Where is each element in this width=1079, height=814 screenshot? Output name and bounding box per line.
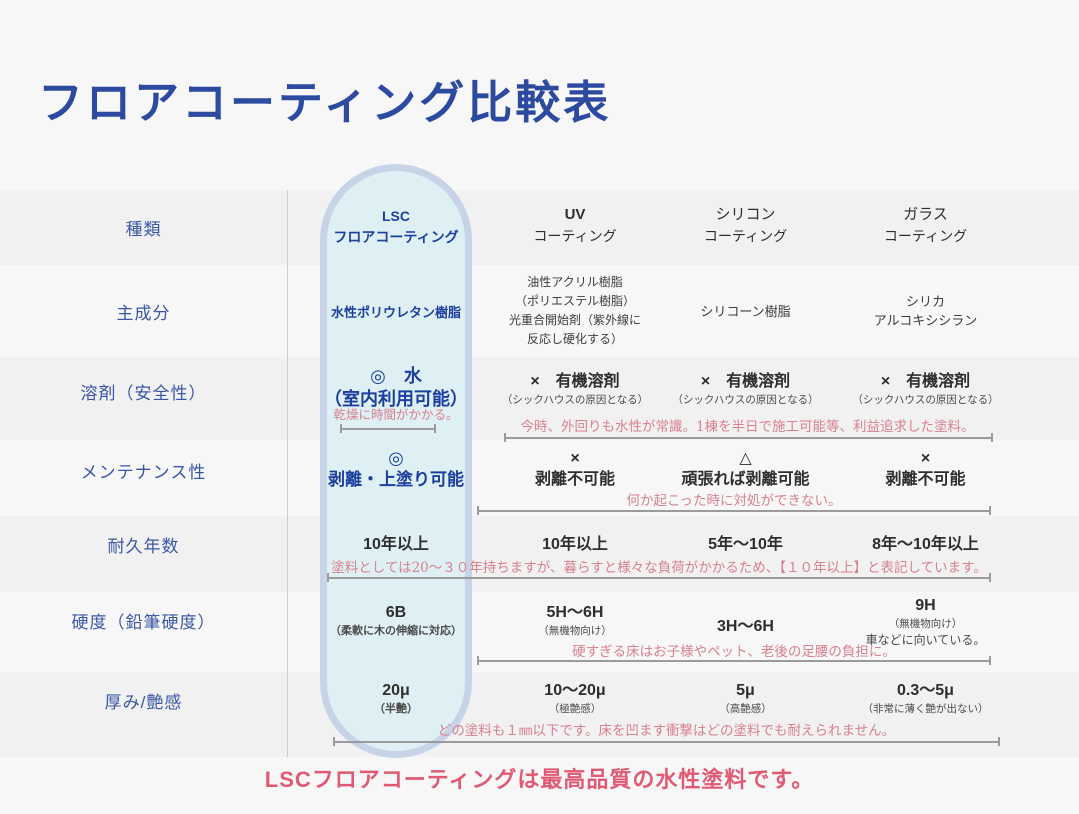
measure-line-thickness bbox=[333, 737, 1000, 746]
row-label-type: 種類 bbox=[125, 220, 162, 239]
row-label-solvent: 溶剤（安全性） bbox=[80, 384, 207, 403]
row-label-thickness: 厚み/艶感 bbox=[104, 693, 183, 712]
page-title: フロアコーティング比較表 bbox=[38, 77, 612, 128]
cell-lsc-durability: 10年以上 bbox=[363, 536, 429, 553]
cell-lsc-thickness: 20μ （半艶） bbox=[374, 682, 418, 715]
note-thickness-span: どの塗料も１㎜以下です。床を凹ます衝撃はどの塗料でも耐えられません。 bbox=[437, 723, 896, 739]
label-column-divider bbox=[287, 190, 288, 757]
measure-line-durability bbox=[327, 573, 991, 582]
cell-silicone-maintenance: △ 頑張れば剥離可能 bbox=[681, 450, 810, 488]
row-label-hardness: 硬度（鉛筆硬度） bbox=[71, 613, 216, 632]
column-header-silicone: シリコン コーティング bbox=[703, 206, 788, 244]
cell-lsc-main-component: 水性ポリウレタン樹脂 bbox=[330, 304, 461, 320]
cell-silicone-main-component: シリコーン樹脂 bbox=[700, 303, 791, 319]
cell-glass-solvent: × 有機溶剤 （シックハウスの原因となる） bbox=[852, 373, 999, 406]
measure-line-hardness bbox=[477, 656, 991, 665]
cell-uv-thickness: 10～20μ （極艶感） bbox=[544, 682, 606, 715]
row-label-main-component: 主成分 bbox=[116, 303, 171, 323]
cell-glass-durability: 8年～10年以上 bbox=[872, 536, 979, 553]
table-row-maintenance: メンテナンス性 ◎ 剥離・上塗り可能 × 剥離不可能 △ 頑張れば剥離可能 × … bbox=[0, 440, 1079, 516]
note-maintenance-span: 何か起こった時に対処ができない。 bbox=[626, 493, 842, 509]
note-durability-span: 塗料としては20～３０年持ちますが、暮らすと様々な負荷がかかるため、【１０年以上… bbox=[331, 560, 987, 576]
table-row-hardness: 硬度（鉛筆硬度） 6B （柔軟に木の伸縮に対応） 5H～6H （無機物向け） 3… bbox=[0, 592, 1079, 672]
cell-uv-solvent: × 有機溶剤 （シックハウスの原因となる） bbox=[501, 373, 649, 406]
row-label-maintenance: メンテナンス性 bbox=[80, 463, 207, 482]
column-header-glass: ガラス コーティング bbox=[883, 206, 968, 244]
cell-uv-durability: 10年以上 bbox=[542, 536, 608, 553]
cell-silicone-durability: 5年～10年 bbox=[708, 536, 783, 553]
table-row-main-component: 主成分 水性ポリウレタン樹脂 油性アクリル樹脂 （ポリエステル樹脂） 光重合開始… bbox=[0, 265, 1079, 357]
cell-uv-hardness: 5H～6H （無機物向け） bbox=[538, 604, 612, 637]
table-row-thickness: 厚み/艶感 20μ （半艶） 10～20μ （極艶感） 5μ （高艶感） 0.3… bbox=[0, 672, 1079, 757]
column-header-lsc: LSC フロアコーティング bbox=[333, 208, 459, 245]
cell-uv-maintenance: × 剥離不可能 bbox=[534, 450, 615, 488]
column-header-uv: UV コーティング bbox=[533, 206, 617, 244]
table-row-solvent: 溶剤（安全性） ◎ 水 （室内利用可能） × 有機溶剤 （シックハウスの原因とな… bbox=[0, 357, 1079, 440]
cell-glass-maintenance: × 剥離不可能 bbox=[885, 450, 966, 488]
cell-lsc-hardness: 6B （柔軟に木の伸縮に対応） bbox=[330, 604, 462, 637]
note-lsc-drying: 乾燥に時間がかかる。 bbox=[333, 407, 459, 422]
cell-lsc-solvent: ◎ 水 （室内利用可能） bbox=[324, 366, 468, 409]
cell-silicone-hardness: 3H～6H bbox=[717, 618, 774, 635]
cell-lsc-maintenance: ◎ 剥離・上塗り可能 bbox=[328, 448, 464, 489]
measure-line-maintenance bbox=[477, 506, 991, 515]
note-solvent-span: 今時、外回りも水性が常識。1棟を半日で施工可能等、利益追求した塗料。 bbox=[520, 419, 975, 435]
cell-silicone-solvent: × 有機溶剤 （シックハウスの原因となる） bbox=[672, 373, 819, 406]
cell-glass-hardness: 9H （無機物向け） 車などに向いている。 bbox=[865, 597, 986, 647]
table-row-type: 種類 LSC フロアコーティング UV コーティング シリコン コーティング ガ… bbox=[0, 190, 1079, 265]
measure-line-lsc-solvent bbox=[340, 424, 436, 433]
cell-uv-main-component: 油性アクリル樹脂 （ポリエステル樹脂） 光重合開始剤（紫外線に 反応し硬化する） bbox=[508, 275, 641, 346]
footer-tagline: LSCフロアコーティングは最高品質の水性塗料です。 bbox=[264, 767, 815, 792]
lsc-highlight-pill bbox=[320, 164, 472, 758]
measure-line-solvent bbox=[504, 433, 993, 442]
cell-glass-thickness: 0.3～5μ （非常に薄く艶が出ない） bbox=[862, 682, 989, 715]
cell-silicone-thickness: 5μ （高艶感） bbox=[719, 682, 772, 715]
row-label-durability: 耐久年数 bbox=[107, 537, 180, 556]
cell-glass-main-component: シリカ アルコキシシラン bbox=[873, 294, 978, 328]
table-row-durability: 耐久年数 10年以上 10年以上 5年～10年 8年～10年以上 bbox=[0, 516, 1079, 592]
